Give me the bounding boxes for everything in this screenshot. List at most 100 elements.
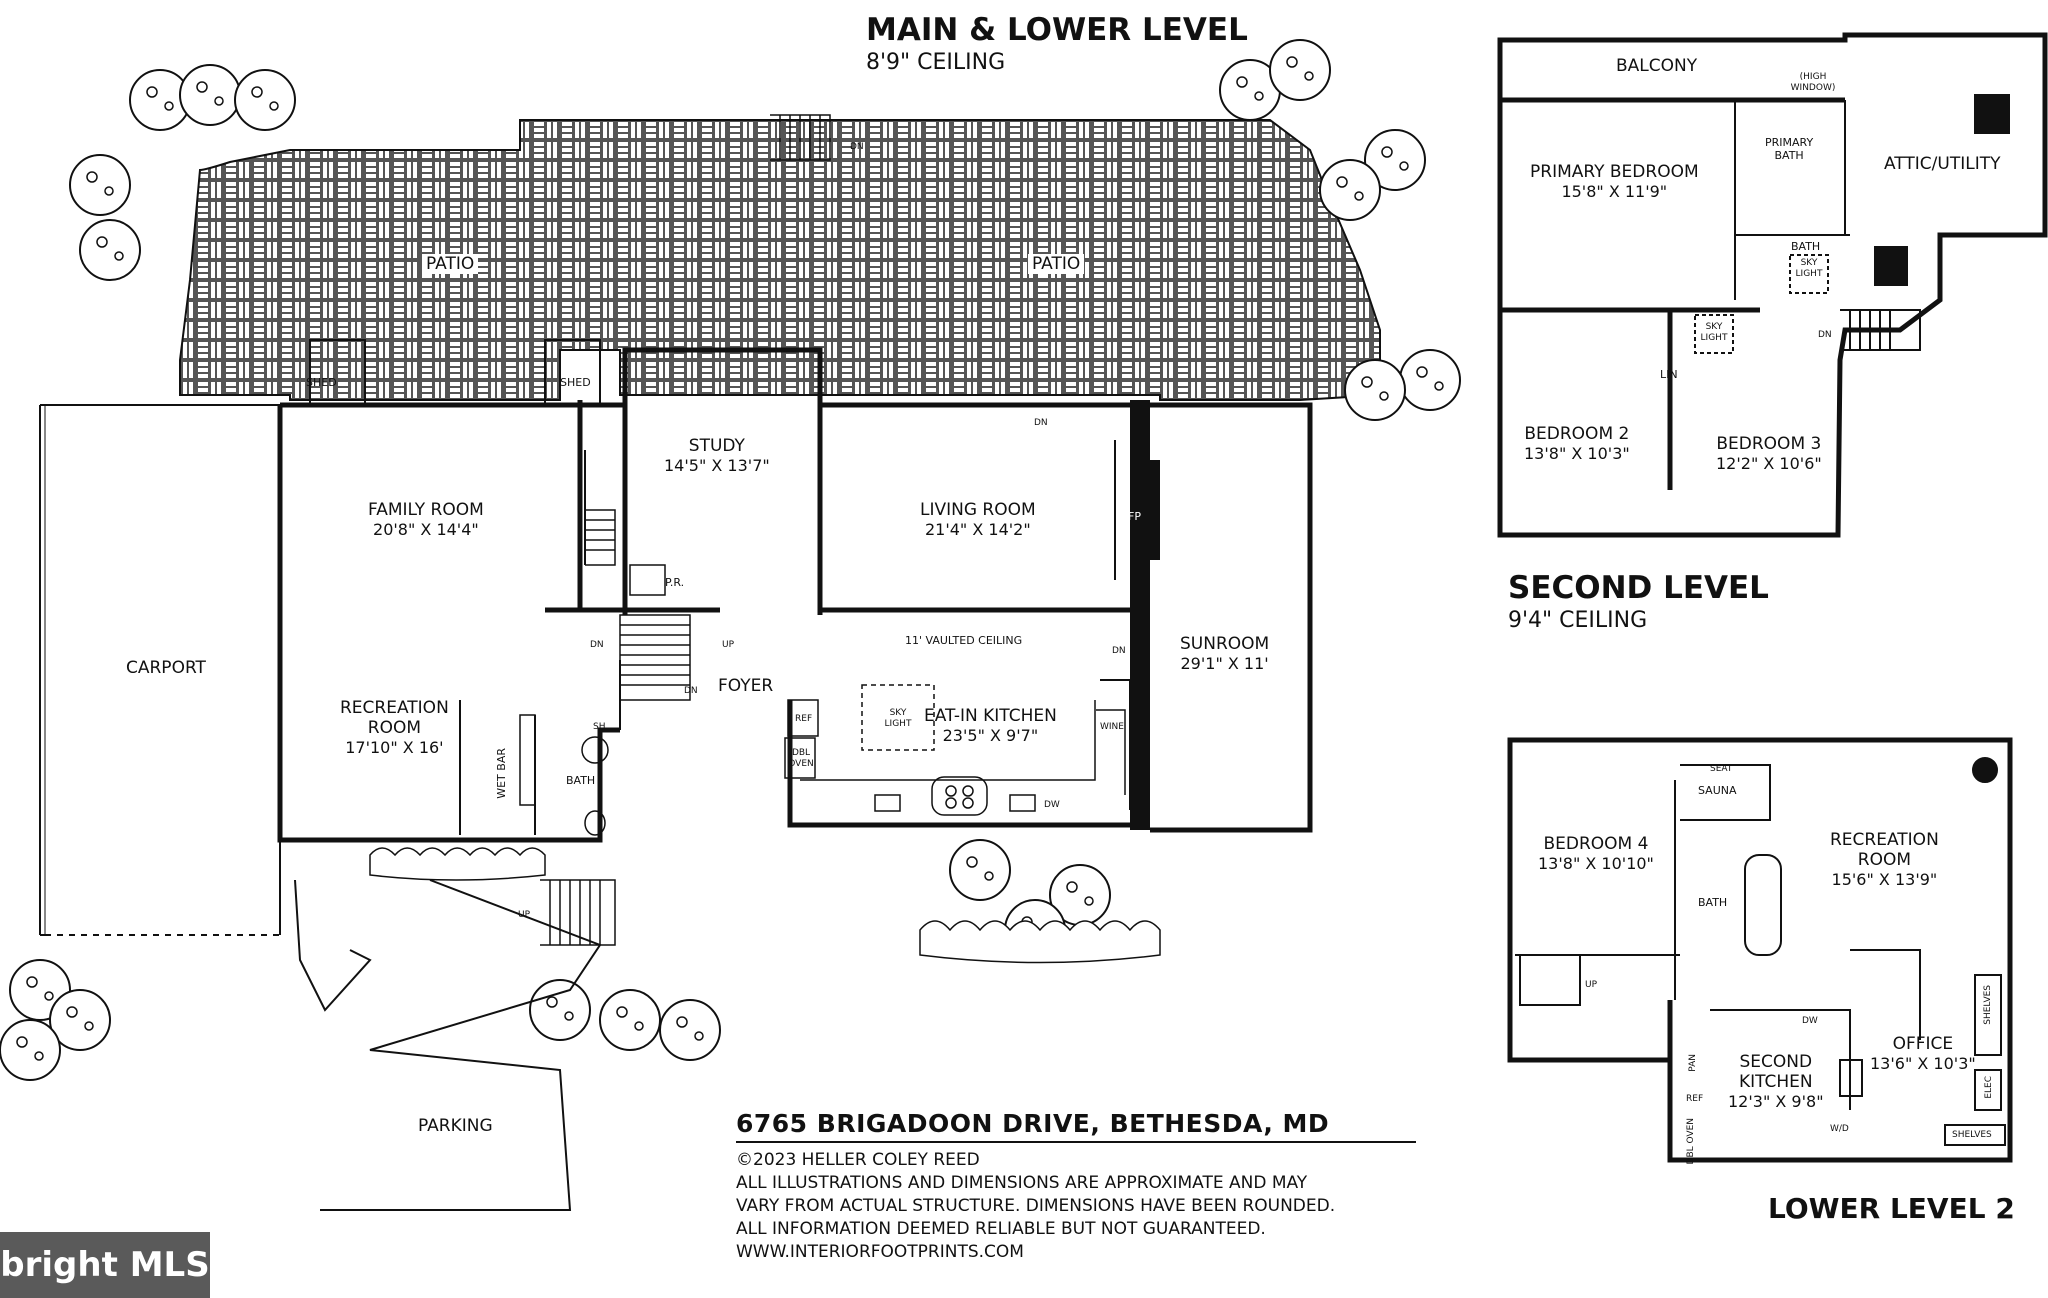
kitchen-dw-label: DW xyxy=(1044,800,1060,810)
recreation-room-name2: ROOM xyxy=(367,718,422,738)
high-window-label: (HIGH WINDOW) xyxy=(1790,72,1836,93)
disclaimer-line-2: VARY FROM ACTUAL STRUCTURE. DIMENSIONS H… xyxy=(736,1196,1336,1216)
second-level-walls xyxy=(1497,32,2048,538)
study-label: STUDY 14'5" X 13'7" xyxy=(664,436,770,476)
fireplace xyxy=(1130,400,1160,830)
primary-bedroom-dim: 15'8" X 11'9" xyxy=(1561,182,1668,201)
primary-bedroom-label: PRIMARY BEDROOM 15'8" X 11'9" xyxy=(1530,162,1699,202)
dn-label-1: DN xyxy=(850,142,864,152)
eat-in-kitchen-label: EAT-IN KITCHEN 23'5" X 9'7" xyxy=(924,706,1057,746)
family-room-label: FAMILY ROOM 20'8" X 14'4" xyxy=(368,500,484,540)
kitchen-dbl-oven-label: DBL OVEN xyxy=(788,748,814,769)
footer-block: 6765 BRIGADOON DRIVE, BETHESDA, MD ©2023… xyxy=(736,1111,1416,1264)
second-level-inner xyxy=(1694,94,2010,354)
shelves-label-2: SHELVES xyxy=(1952,1130,1992,1140)
shower-label: SH xyxy=(593,722,606,732)
kitchen-wine-label: WINE xyxy=(1100,722,1124,732)
sunroom-name: SUNROOM xyxy=(1180,634,1270,654)
second-bath-label: BATH xyxy=(1791,240,1821,253)
wet-bar-label: WET BAR xyxy=(495,748,508,799)
main-walls xyxy=(277,347,1313,843)
second-sky-light-label: SKY LIGHT xyxy=(1795,258,1823,279)
study-name: STUDY xyxy=(688,436,745,456)
second-level-ceiling: 9'4" CEILING xyxy=(1508,608,1648,633)
office-name: OFFICE xyxy=(1892,1034,1954,1054)
dn-label-3: DN xyxy=(684,686,698,696)
copyright: ©2023 HELLER COLEY REED xyxy=(736,1150,980,1170)
sauna-label: SAUNA xyxy=(1698,784,1737,797)
second-level-title: SECOND LEVEL 9'4" CEILING xyxy=(1508,570,1769,633)
kitchen-ref-label: REF xyxy=(795,714,813,724)
lower-level-2-walls xyxy=(1507,737,2013,1163)
sunroom-label: SUNROOM 29'1" X 11' xyxy=(1180,634,1269,674)
dn-label-5: DN xyxy=(1034,418,1048,428)
bedroom-4-name: BEDROOM 4 xyxy=(1543,834,1649,854)
bedroom-4-label: BEDROOM 4 13'8" X 10'10" xyxy=(1538,834,1654,874)
website: WWW.INTERIORFOOTPRINTS.COM xyxy=(736,1242,1024,1262)
eat-in-kitchen-dim: 23'5" X 9'7" xyxy=(942,726,1039,745)
office-label: OFFICE 13'6" X 10'3" xyxy=(1870,1034,1976,1074)
bedroom-2-label: BEDROOM 2 13'8" X 10'3" xyxy=(1524,424,1630,464)
lower-level-2-inner xyxy=(1515,757,2006,1146)
primary-bedroom-name: PRIMARY BEDROOM xyxy=(1530,162,1699,182)
shelves-label-1: SHELVES xyxy=(1983,985,1993,1025)
lower-dw-label: DW xyxy=(1802,1016,1818,1026)
second-dn-label: DN xyxy=(1818,330,1832,340)
bedroom-3-label: BEDROOM 3 12'2" X 10'6" xyxy=(1716,434,1822,474)
lower-level-2-title: LOWER LEVEL 2 xyxy=(1768,1192,2015,1225)
bedroom-3-name: BEDROOM 3 xyxy=(1716,434,1822,454)
disclaimer-line-3: ALL INFORMATION DEEMED RELIABLE BUT NOT … xyxy=(736,1219,1266,1239)
parking-outline xyxy=(294,879,602,1211)
family-room-dim: 20'8" X 14'4" xyxy=(373,520,479,539)
bath-fixtures xyxy=(519,564,666,836)
hall-sky-light-label: SKY LIGHT xyxy=(1700,322,1728,343)
patio-area xyxy=(179,119,1381,401)
foyer-label: FOYER xyxy=(718,676,774,696)
primary-bath-label: PRIMARY BATH xyxy=(1765,136,1813,162)
shed-left-label: SHED xyxy=(306,376,337,389)
main-bath-label: BATH xyxy=(566,774,596,787)
dn-label-4: DN xyxy=(1112,646,1126,656)
lower-up-label: UP xyxy=(1585,980,1598,990)
linen-label: LIN xyxy=(1660,368,1678,381)
second-kitchen-dim: 12'3" X 9'8" xyxy=(1728,1092,1824,1111)
kitchen-fixtures xyxy=(784,684,1126,816)
lower-recreation-room-dim: 15'6" X 13'9" xyxy=(1831,870,1938,889)
disclaimer-line-1: ALL ILLUSTRATIONS AND DIMENSIONS ARE APP… xyxy=(736,1173,1308,1193)
carport-outline xyxy=(39,404,281,936)
up-label-1: UP xyxy=(722,640,735,650)
study-dim: 14'5" X 13'7" xyxy=(664,456,770,475)
wd-label: W/D xyxy=(1830,1124,1849,1134)
lower-recreation-room-name2: ROOM xyxy=(1857,850,1912,870)
second-level-title-text: SECOND LEVEL xyxy=(1508,570,1769,606)
second-kitchen-name: SECOND xyxy=(1739,1052,1813,1072)
main-level-title: MAIN & LOWER LEVEL 8'9" CEILING xyxy=(866,12,1248,75)
address: 6765 BRIGADOON DRIVE, BETHESDA, MD xyxy=(736,1111,1416,1143)
shed-right-label: SHED xyxy=(560,376,591,389)
lower-recreation-room-name: RECREATION xyxy=(1830,830,1939,850)
family-room-name: FAMILY ROOM xyxy=(368,500,484,520)
lower-ref-label: REF xyxy=(1686,1094,1704,1104)
second-kitchen-name2: KITCHEN xyxy=(1738,1072,1813,1092)
lower-bath-label: BATH xyxy=(1698,896,1728,909)
recreation-room-label: RECREATION ROOM 17'10" X 16' xyxy=(340,698,449,758)
eat-in-kitchen-name: EAT-IN KITCHEN xyxy=(924,706,1057,726)
parking-label: PARKING xyxy=(418,1116,493,1136)
attic-utility-label: ATTIC/UTILITY xyxy=(1884,154,2001,174)
recreation-room-name: RECREATION xyxy=(340,698,449,718)
dn-label-2: DN xyxy=(590,640,604,650)
second-kitchen-label: SECOND KITCHEN 12'3" X 9'8" xyxy=(1728,1052,1824,1112)
bright-mls-watermark: bright MLS xyxy=(0,1232,210,1298)
watermark-text: bright MLS xyxy=(0,1245,210,1285)
bedroom-2-dim: 13'8" X 10'3" xyxy=(1524,444,1630,463)
pan-label: PAN xyxy=(1688,1054,1698,1072)
elec-label: ELEC xyxy=(1984,1076,1994,1099)
lower-level-2-title-text: LOWER LEVEL 2 xyxy=(1768,1192,2015,1225)
kitchen-sky-light-label: SKY LIGHT xyxy=(884,708,912,729)
powder-room-label: P.R. xyxy=(665,576,685,589)
patio-right-label: PATIO xyxy=(1028,254,1085,274)
living-room-dim: 21'4" X 14'2" xyxy=(924,520,1031,539)
bedroom-3-dim: 12'2" X 10'6" xyxy=(1716,454,1822,473)
bedroom-4-dim: 13'8" X 10'10" xyxy=(1538,854,1654,873)
main-level-title-text: MAIN & LOWER LEVEL xyxy=(866,12,1248,48)
